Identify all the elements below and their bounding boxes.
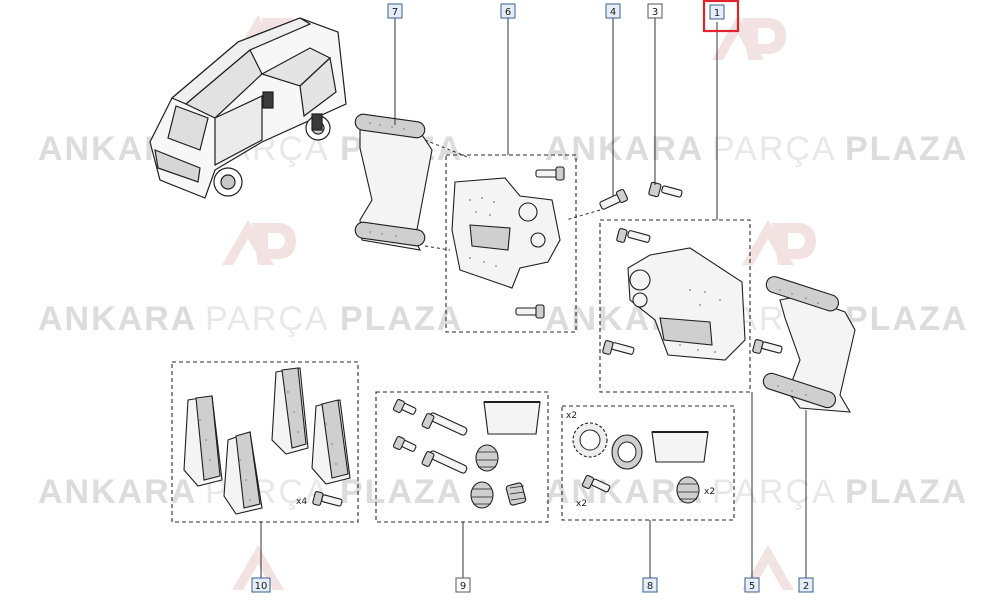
brake-pad	[183, 395, 223, 487]
rubber-boot	[676, 476, 700, 504]
svg-text:2: 2	[803, 581, 809, 592]
guide-sleeve	[505, 482, 527, 506]
callout-labels: 7 6 4 3 1 10 9 8	[251, 0, 814, 593]
callout-9[interactable]: 9	[455, 577, 471, 593]
callout-2[interactable]: 2	[798, 577, 814, 593]
seal-kit-boot-quantity: x2	[704, 487, 715, 497]
caliper-bolt-top	[616, 228, 651, 243]
svg-text:10: 10	[255, 581, 268, 592]
part-3-bolt	[648, 181, 683, 198]
dust-seal-ring	[572, 422, 608, 458]
watermark-brand-bold: ANKARA	[38, 473, 197, 511]
callout-7[interactable]: 7	[387, 3, 403, 19]
caliper-bolt-bottom	[515, 304, 545, 319]
van-illustration	[149, 17, 347, 199]
watermark-brand-light: PARÇA	[712, 473, 837, 511]
rubber-boot	[475, 444, 499, 472]
grease-sachet	[651, 431, 709, 463]
part-10-brake-pad-set: x4	[171, 361, 359, 523]
guide-pin	[421, 412, 468, 436]
part-9-guide-pin-kit	[375, 391, 549, 523]
watermark-brand-bold: ANKARA	[545, 473, 704, 511]
carrier-bolt	[752, 339, 783, 354]
svg-text:4: 4	[610, 7, 616, 18]
watermark-brand-light: PARÇA	[205, 300, 330, 338]
part-8-caliper-seal-kit: x2 x2 x2	[561, 405, 735, 521]
leader-lines	[260, 18, 807, 578]
svg-text:9: 9	[460, 581, 466, 592]
watermark-brand-bold2: PLAZA	[340, 473, 463, 511]
svg-text:6: 6	[505, 7, 511, 18]
svg-text:1: 1	[714, 8, 720, 19]
seal-ring-quantity: x2	[566, 411, 577, 421]
callout-8[interactable]: 8	[642, 577, 658, 593]
part-6-caliper-assembly	[445, 154, 577, 333]
rubber-boot	[470, 481, 494, 509]
svg-text:5: 5	[749, 581, 755, 592]
watermark-brand-bold2: PLAZA	[340, 300, 463, 338]
callout-1-highlighted[interactable]: 1	[702, 0, 740, 33]
callout-4[interactable]: 4	[605, 3, 621, 19]
seal-kit-bolt	[581, 474, 611, 493]
svg-text:3: 3	[652, 7, 658, 18]
watermark-brand-bold2: PLAZA	[845, 130, 968, 168]
caliper-bolt-top	[535, 166, 565, 181]
part-4-bleed-screw	[565, 188, 629, 221]
watermark-brand-row-3: ANKARA PARÇA PLAZA ANKARA PARÇA PLAZA	[38, 473, 968, 511]
watermark-brand-light: PARÇA	[712, 130, 837, 168]
guide-pin	[392, 435, 417, 452]
callout-5[interactable]: 5	[744, 577, 760, 593]
watermark-brand-bold: ANKARA	[545, 130, 704, 168]
watermark-brand-bold: ANKARA	[38, 300, 197, 338]
watermark-brand-bold2: PLAZA	[845, 300, 968, 338]
callout-6[interactable]: 6	[500, 3, 516, 19]
watermark-brand-bold2: PLAZA	[845, 473, 968, 511]
watermark-brand-light: PARÇA	[205, 473, 330, 511]
pad-bolt	[312, 491, 343, 507]
part-7-caliper-carrier	[354, 113, 471, 251]
callout-3[interactable]: 3	[647, 3, 663, 19]
seal-kit-bolt-quantity: x2	[576, 499, 587, 509]
pad-bolt-quantity: x4	[296, 497, 307, 507]
part-2-caliper-carrier	[752, 276, 856, 413]
guide-pin	[392, 398, 417, 415]
grease-sachet	[483, 401, 541, 435]
guide-pin	[421, 450, 468, 474]
piston-seal	[611, 434, 643, 470]
brake-pad	[223, 431, 263, 515]
svg-text:7: 7	[392, 7, 398, 18]
part-1-caliper-assembly	[599, 219, 751, 393]
brake-pad	[271, 367, 309, 455]
caliper-bolt-bottom	[602, 340, 635, 355]
brake-pad	[311, 399, 351, 485]
svg-text:8: 8	[647, 581, 653, 592]
callout-10[interactable]: 10	[251, 577, 271, 593]
